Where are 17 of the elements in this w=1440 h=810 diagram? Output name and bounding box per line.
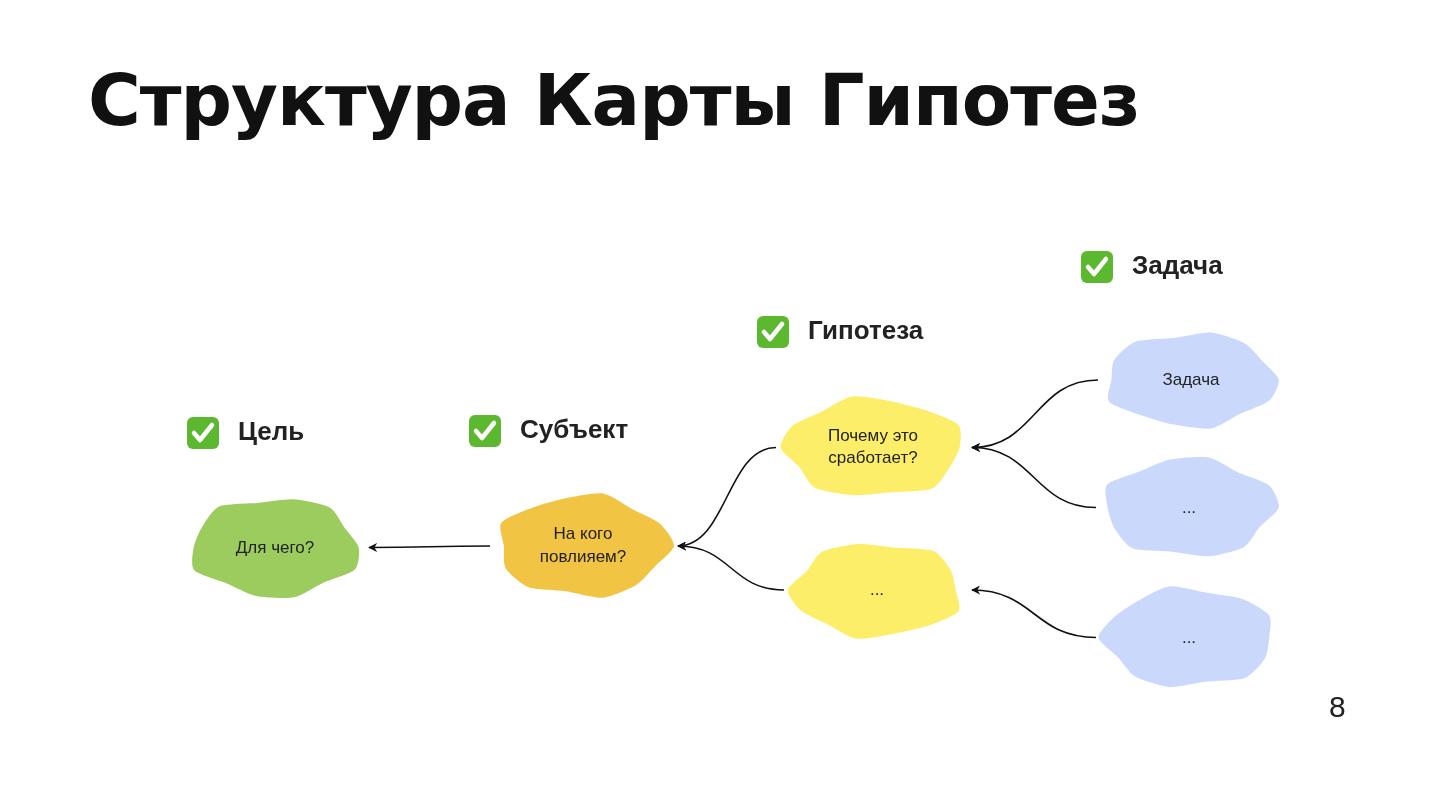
slide-title: Структура Карты Гипотез [88, 58, 1140, 142]
arrow [677, 542, 785, 591]
column-heading: Гипотеза [808, 315, 924, 346]
node-text: Для чего? [234, 536, 316, 559]
node-text: Почему это сработает? [826, 424, 920, 470]
arrow [971, 586, 1097, 639]
column-heading: Задача [1132, 250, 1223, 281]
page-number: 8 [1329, 690, 1346, 724]
node-text: ... [1180, 496, 1198, 519]
node-text: На кого повлияем? [538, 523, 628, 568]
node-text: ... [868, 578, 886, 601]
arrow [971, 443, 1097, 509]
arrow [368, 543, 491, 552]
node-text: Задача [1161, 368, 1221, 391]
node-text: ... [1180, 626, 1198, 649]
column-heading: Цель [238, 416, 305, 447]
column-heading: Субъект [520, 414, 629, 445]
